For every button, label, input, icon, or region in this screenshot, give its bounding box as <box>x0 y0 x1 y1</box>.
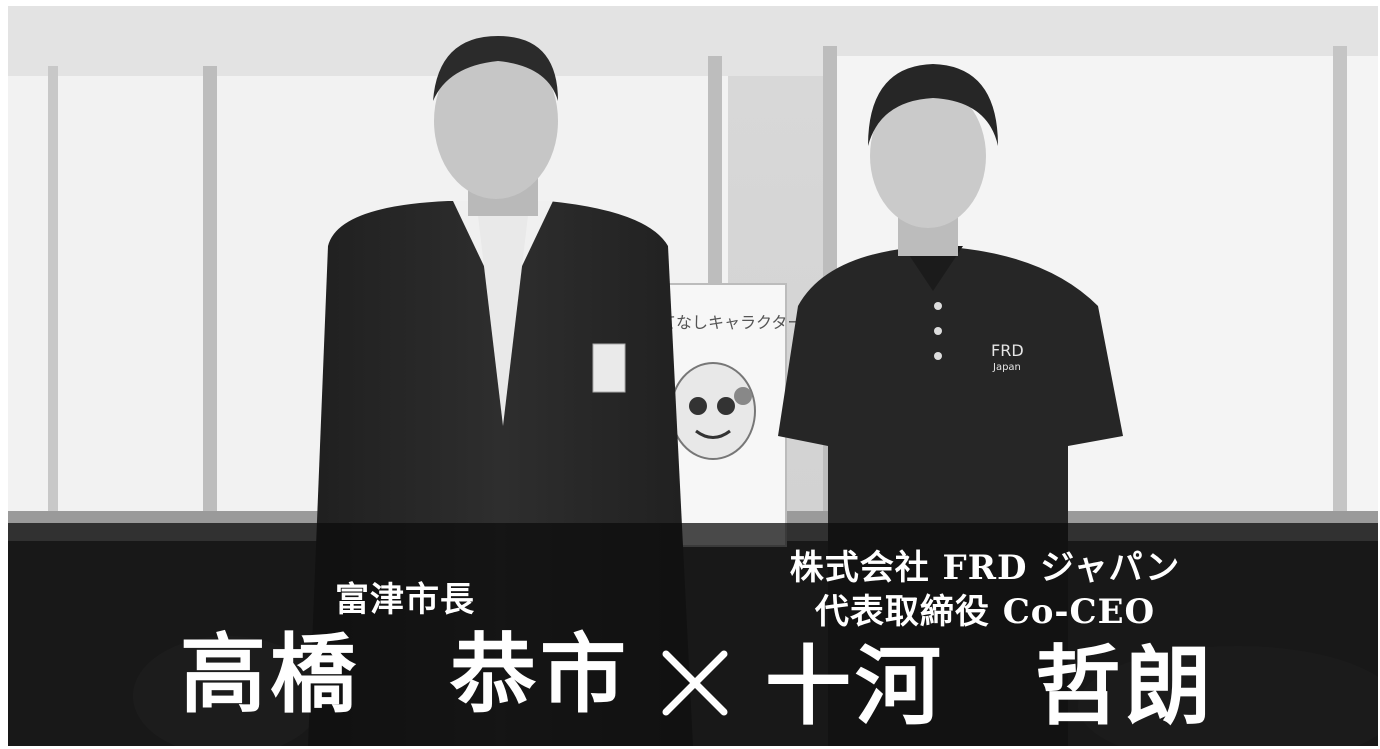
left-caption: 富津市長 高橋 恭市 <box>170 578 640 726</box>
left-title: 富津市長 <box>335 580 475 620</box>
right-title-line1: 株式会社 FRD ジャパン <box>789 548 1181 588</box>
left-name: 高橋 恭市 <box>180 624 630 725</box>
svg-text:おもてなしキャラクター: おもてなしキャラクター <box>629 313 804 332</box>
right-title-line2: 代表取締役 Co-CEO <box>814 592 1156 632</box>
right-caption: 株式会社 FRD ジャパン 代表取締役 Co-CEO 十河 哲朗 <box>765 546 1215 738</box>
svg-text:FRD: FRD <box>991 341 1024 360</box>
svg-text:Japan: Japan <box>992 362 1021 373</box>
caption-overlay <box>8 523 1378 746</box>
right-name: 十河 哲朗 <box>765 636 1215 737</box>
photo-frame: おもてなしキャラクター FRD Japan <box>8 6 1378 746</box>
cross-separator-icon <box>662 650 728 716</box>
